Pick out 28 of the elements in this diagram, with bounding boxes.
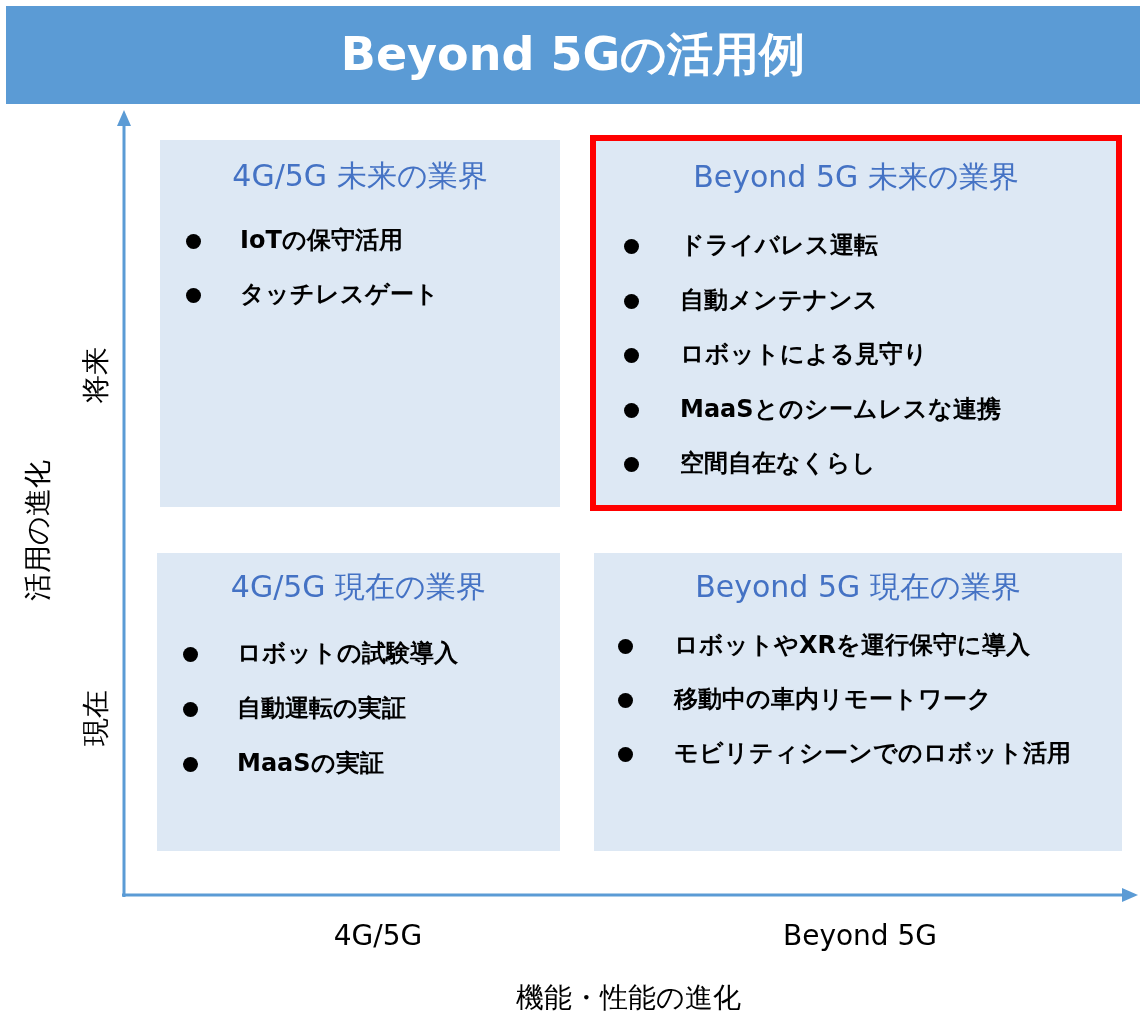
- list-item: MaaSとのシームレスな連携: [680, 393, 1001, 425]
- axis-label: 4G/5G: [333, 918, 423, 952]
- list-item: ロボットの試験導入: [237, 638, 458, 669]
- quadrant-box: [160, 140, 560, 507]
- quadrant-heading: Beyond 5G 未来の業界: [692, 158, 1020, 196]
- list-item: タッチレスゲート: [240, 279, 439, 310]
- axis-label: Beyond 5G: [782, 918, 938, 952]
- axis-label: 機能・性能の進化: [515, 980, 741, 1013]
- list-item: ロボットやXRを運行保守に導入: [674, 630, 1030, 661]
- quadrant-box: [594, 553, 1122, 851]
- quadrant-box: [590, 135, 1122, 511]
- quadrant-heading: 4G/5G 未来の業界: [231, 157, 489, 195]
- list-item: 自動運転の実証: [237, 693, 406, 724]
- list-item: ドライバレス運転: [680, 230, 878, 261]
- axis-label: 活用の進化: [20, 459, 55, 601]
- axis-label: 将来: [78, 347, 113, 403]
- quadrant-heading: 4G/5G 現在の業界: [229, 568, 488, 606]
- title-text: Beyond 5Gの活用例: [340, 26, 806, 83]
- quadrant-heading: Beyond 5G 現在の業界: [694, 568, 1022, 606]
- list-item: モビリティシーンでのロボット活用: [674, 738, 1071, 769]
- list-item: IoTの保守活用: [240, 225, 403, 256]
- list-item: ロボットによる見守り: [680, 339, 928, 370]
- quadrant-box: [157, 553, 560, 851]
- list-item: MaaSの実証: [237, 748, 384, 779]
- axis-label: 現在: [78, 690, 113, 746]
- list-item: 移動中の車内リモートワーク: [674, 684, 992, 715]
- list-item: 自動メンテナンス: [680, 284, 878, 316]
- list-item: 空間自在なくらし: [680, 448, 876, 479]
